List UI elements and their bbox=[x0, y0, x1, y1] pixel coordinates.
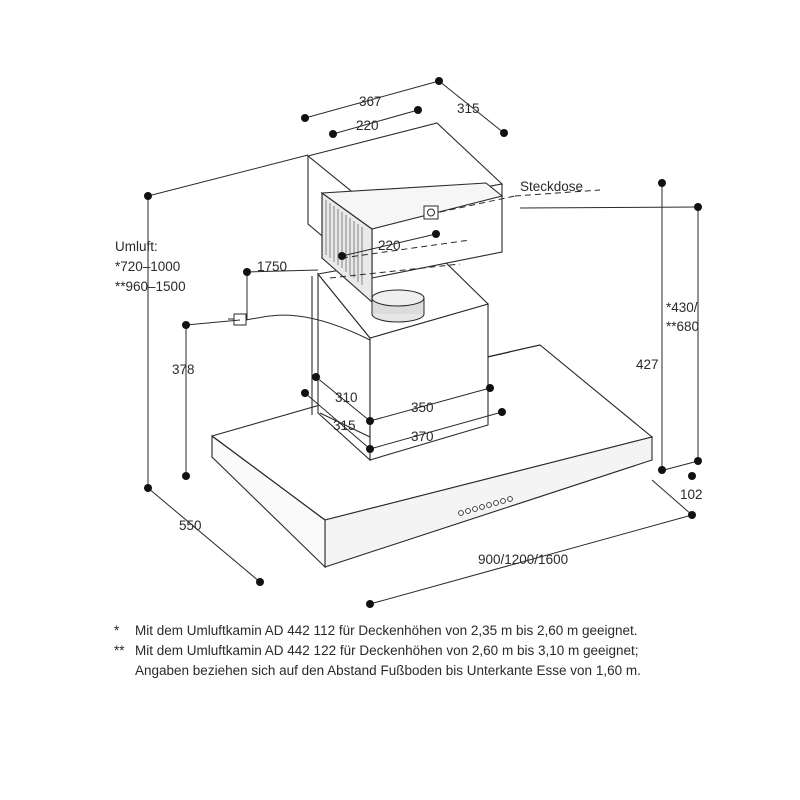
filter-grille bbox=[325, 200, 363, 285]
umluft-title: Umluft: bbox=[115, 239, 158, 254]
footnotes: * Mit dem Umluftkamin AD 442 112 für Dec… bbox=[114, 621, 674, 681]
dim-label-width-options: 900/1200/1600 bbox=[478, 552, 568, 567]
control-buttons bbox=[458, 496, 513, 516]
umluft-range-960: **960–1500 bbox=[115, 279, 186, 294]
footnote-1-mark: * bbox=[114, 623, 120, 638]
dim-label-370: 370 bbox=[411, 429, 434, 444]
dim-label-350: 350 bbox=[411, 400, 434, 415]
footnote-2-text: Mit dem Umluftkamin AD 442 122 für Decke… bbox=[135, 643, 641, 678]
dim-label-102: 102 bbox=[680, 487, 703, 502]
dimension-lines bbox=[147, 80, 699, 605]
socket-icon bbox=[423, 205, 439, 220]
dim-label-367: 367 bbox=[359, 94, 382, 109]
dim-label-315-top: 315 bbox=[457, 101, 480, 116]
dimension-dots bbox=[144, 77, 702, 608]
fan-motor bbox=[371, 289, 425, 323]
dim-label-315-low: 315 bbox=[333, 418, 356, 433]
dim-label-378: 378 bbox=[172, 362, 195, 377]
footnote-2-mark: ** bbox=[114, 643, 125, 658]
dim-label-427: 427 bbox=[636, 357, 659, 372]
dim-label-220-top: 220 bbox=[356, 118, 379, 133]
upper-chimney bbox=[306, 122, 504, 304]
footnote-2: ** Mit dem Umluftkamin AD 442 122 für De… bbox=[114, 641, 674, 681]
dim-label-1750: 1750 bbox=[257, 259, 287, 274]
power-cable bbox=[228, 313, 371, 341]
umluft-range-720: *720–1000 bbox=[115, 259, 180, 274]
dim-label-680: **680 bbox=[666, 319, 699, 334]
dim-label-550: 550 bbox=[179, 518, 202, 533]
steckdose-label: Steckdose bbox=[520, 179, 583, 194]
dim-label-310: 310 bbox=[335, 390, 358, 405]
dashed-leaders bbox=[329, 189, 601, 279]
footnote-1: * Mit dem Umluftkamin AD 442 112 für Dec… bbox=[114, 621, 674, 641]
dim-label-220-mid: 220 bbox=[378, 238, 401, 253]
footnote-1-text: Mit dem Umluftkamin AD 442 112 für Decke… bbox=[135, 623, 638, 638]
dim-label-430: *430/ bbox=[666, 300, 698, 315]
